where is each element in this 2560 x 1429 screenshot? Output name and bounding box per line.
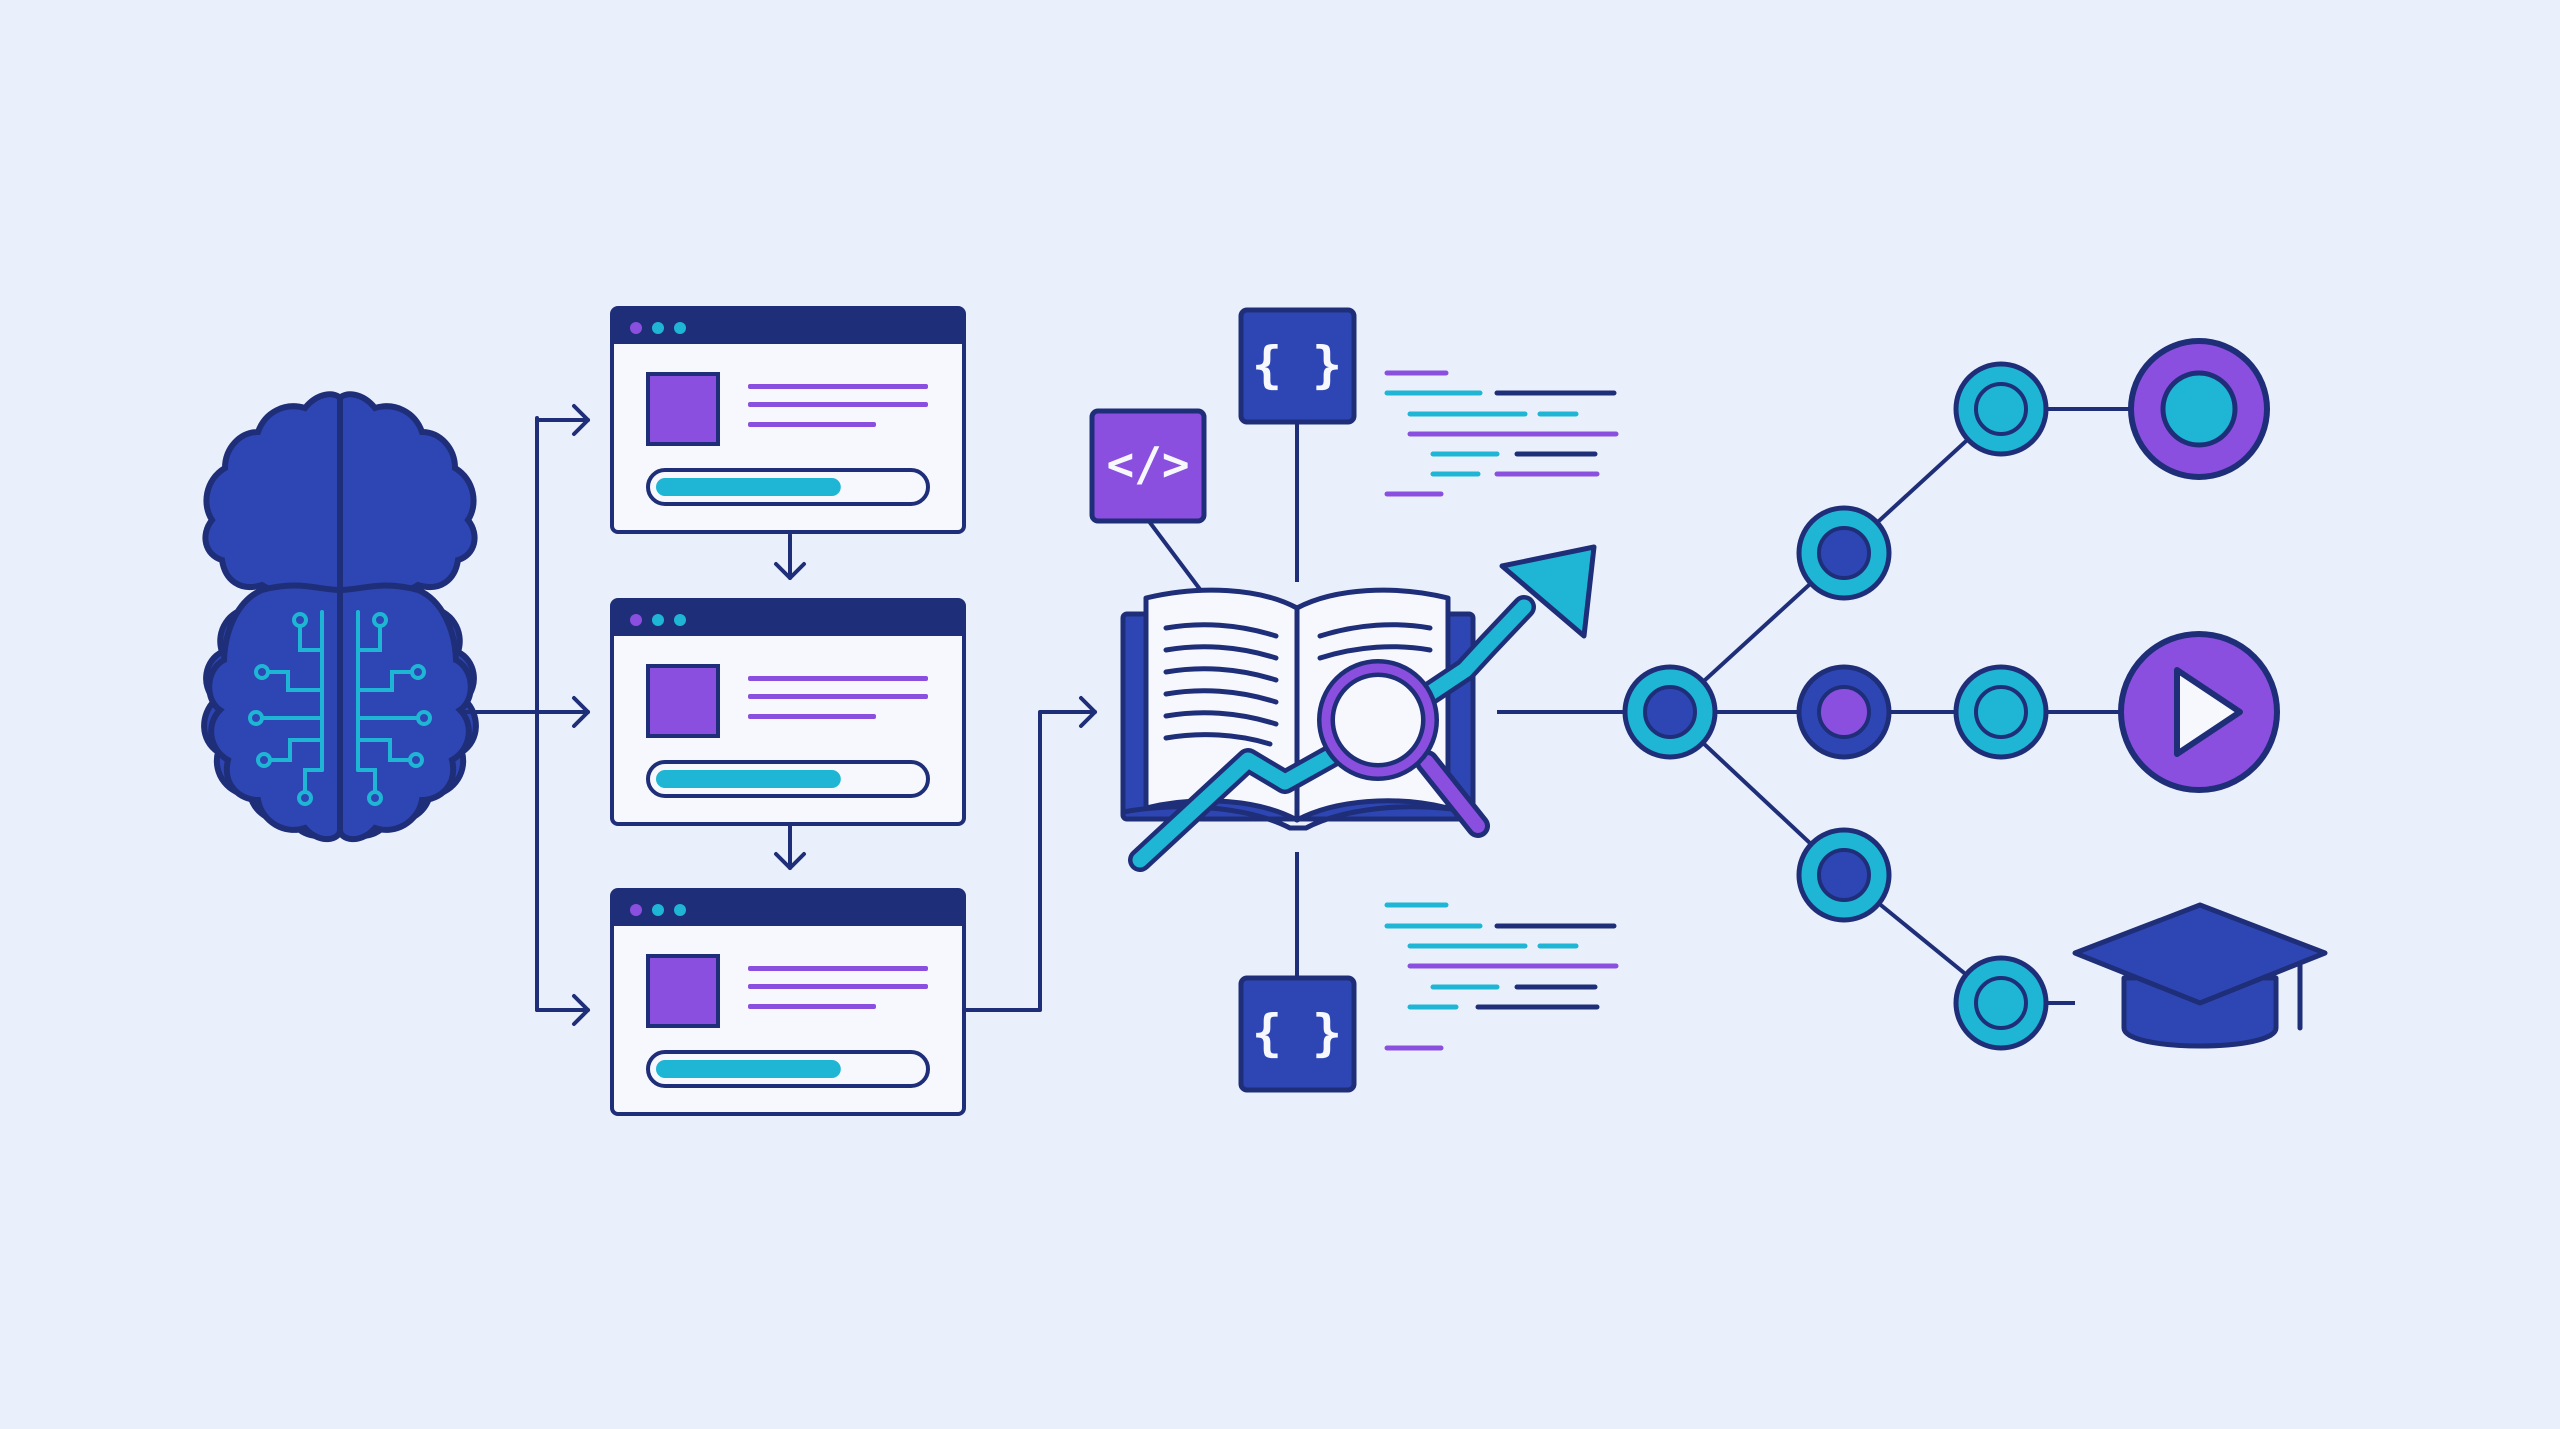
code-lines-bottom <box>1384 902 1619 1051</box>
window-dot-icon <box>652 322 664 334</box>
curly-braces-icon: { } <box>1238 307 1357 425</box>
network-node <box>1622 664 1718 760</box>
thumbnail-square <box>646 664 720 738</box>
brain-circuit-icon <box>201 391 479 843</box>
window-dot-icon <box>630 904 642 916</box>
graduation-cap-icon <box>2072 902 2328 1049</box>
window-dot-icon <box>674 322 686 334</box>
window-dot-icon <box>630 322 642 334</box>
network-node <box>1953 955 2049 1051</box>
brain-to-panels-connector <box>463 404 1097 1026</box>
window-dot-icon <box>674 614 686 626</box>
braces-label-top: { } <box>1252 336 1342 394</box>
thumbnail-square <box>646 954 720 1028</box>
code-tag-icon: </> <box>1089 408 1207 524</box>
network-node <box>1796 827 1892 923</box>
thumbnail-square <box>646 372 720 446</box>
code-badge-connectors <box>1146 422 1299 978</box>
code-lines-top <box>1384 370 1619 497</box>
app-window-panel <box>610 598 966 826</box>
window-dot-icon <box>652 904 664 916</box>
target-node-icon <box>2128 338 2270 480</box>
progress-fill <box>656 478 841 496</box>
progress-fill <box>656 770 841 788</box>
app-window-panel <box>610 888 966 1116</box>
play-icon[interactable] <box>2118 631 2280 793</box>
network-node <box>1796 664 1892 760</box>
app-window-panel <box>610 306 966 534</box>
progress-fill <box>656 1060 841 1078</box>
window-dot-icon <box>674 904 686 916</box>
magnifying-glass-icon <box>1317 659 1490 838</box>
curly-braces-icon: { } <box>1238 975 1357 1093</box>
network-node <box>1796 505 1892 601</box>
network-node <box>1953 664 2049 760</box>
window-dot-icon <box>630 614 642 626</box>
code-tag-label: </> <box>1106 437 1189 491</box>
network-node <box>1953 361 2049 457</box>
window-dot-icon <box>652 614 664 626</box>
braces-label-bottom: { } <box>1252 1004 1342 1062</box>
